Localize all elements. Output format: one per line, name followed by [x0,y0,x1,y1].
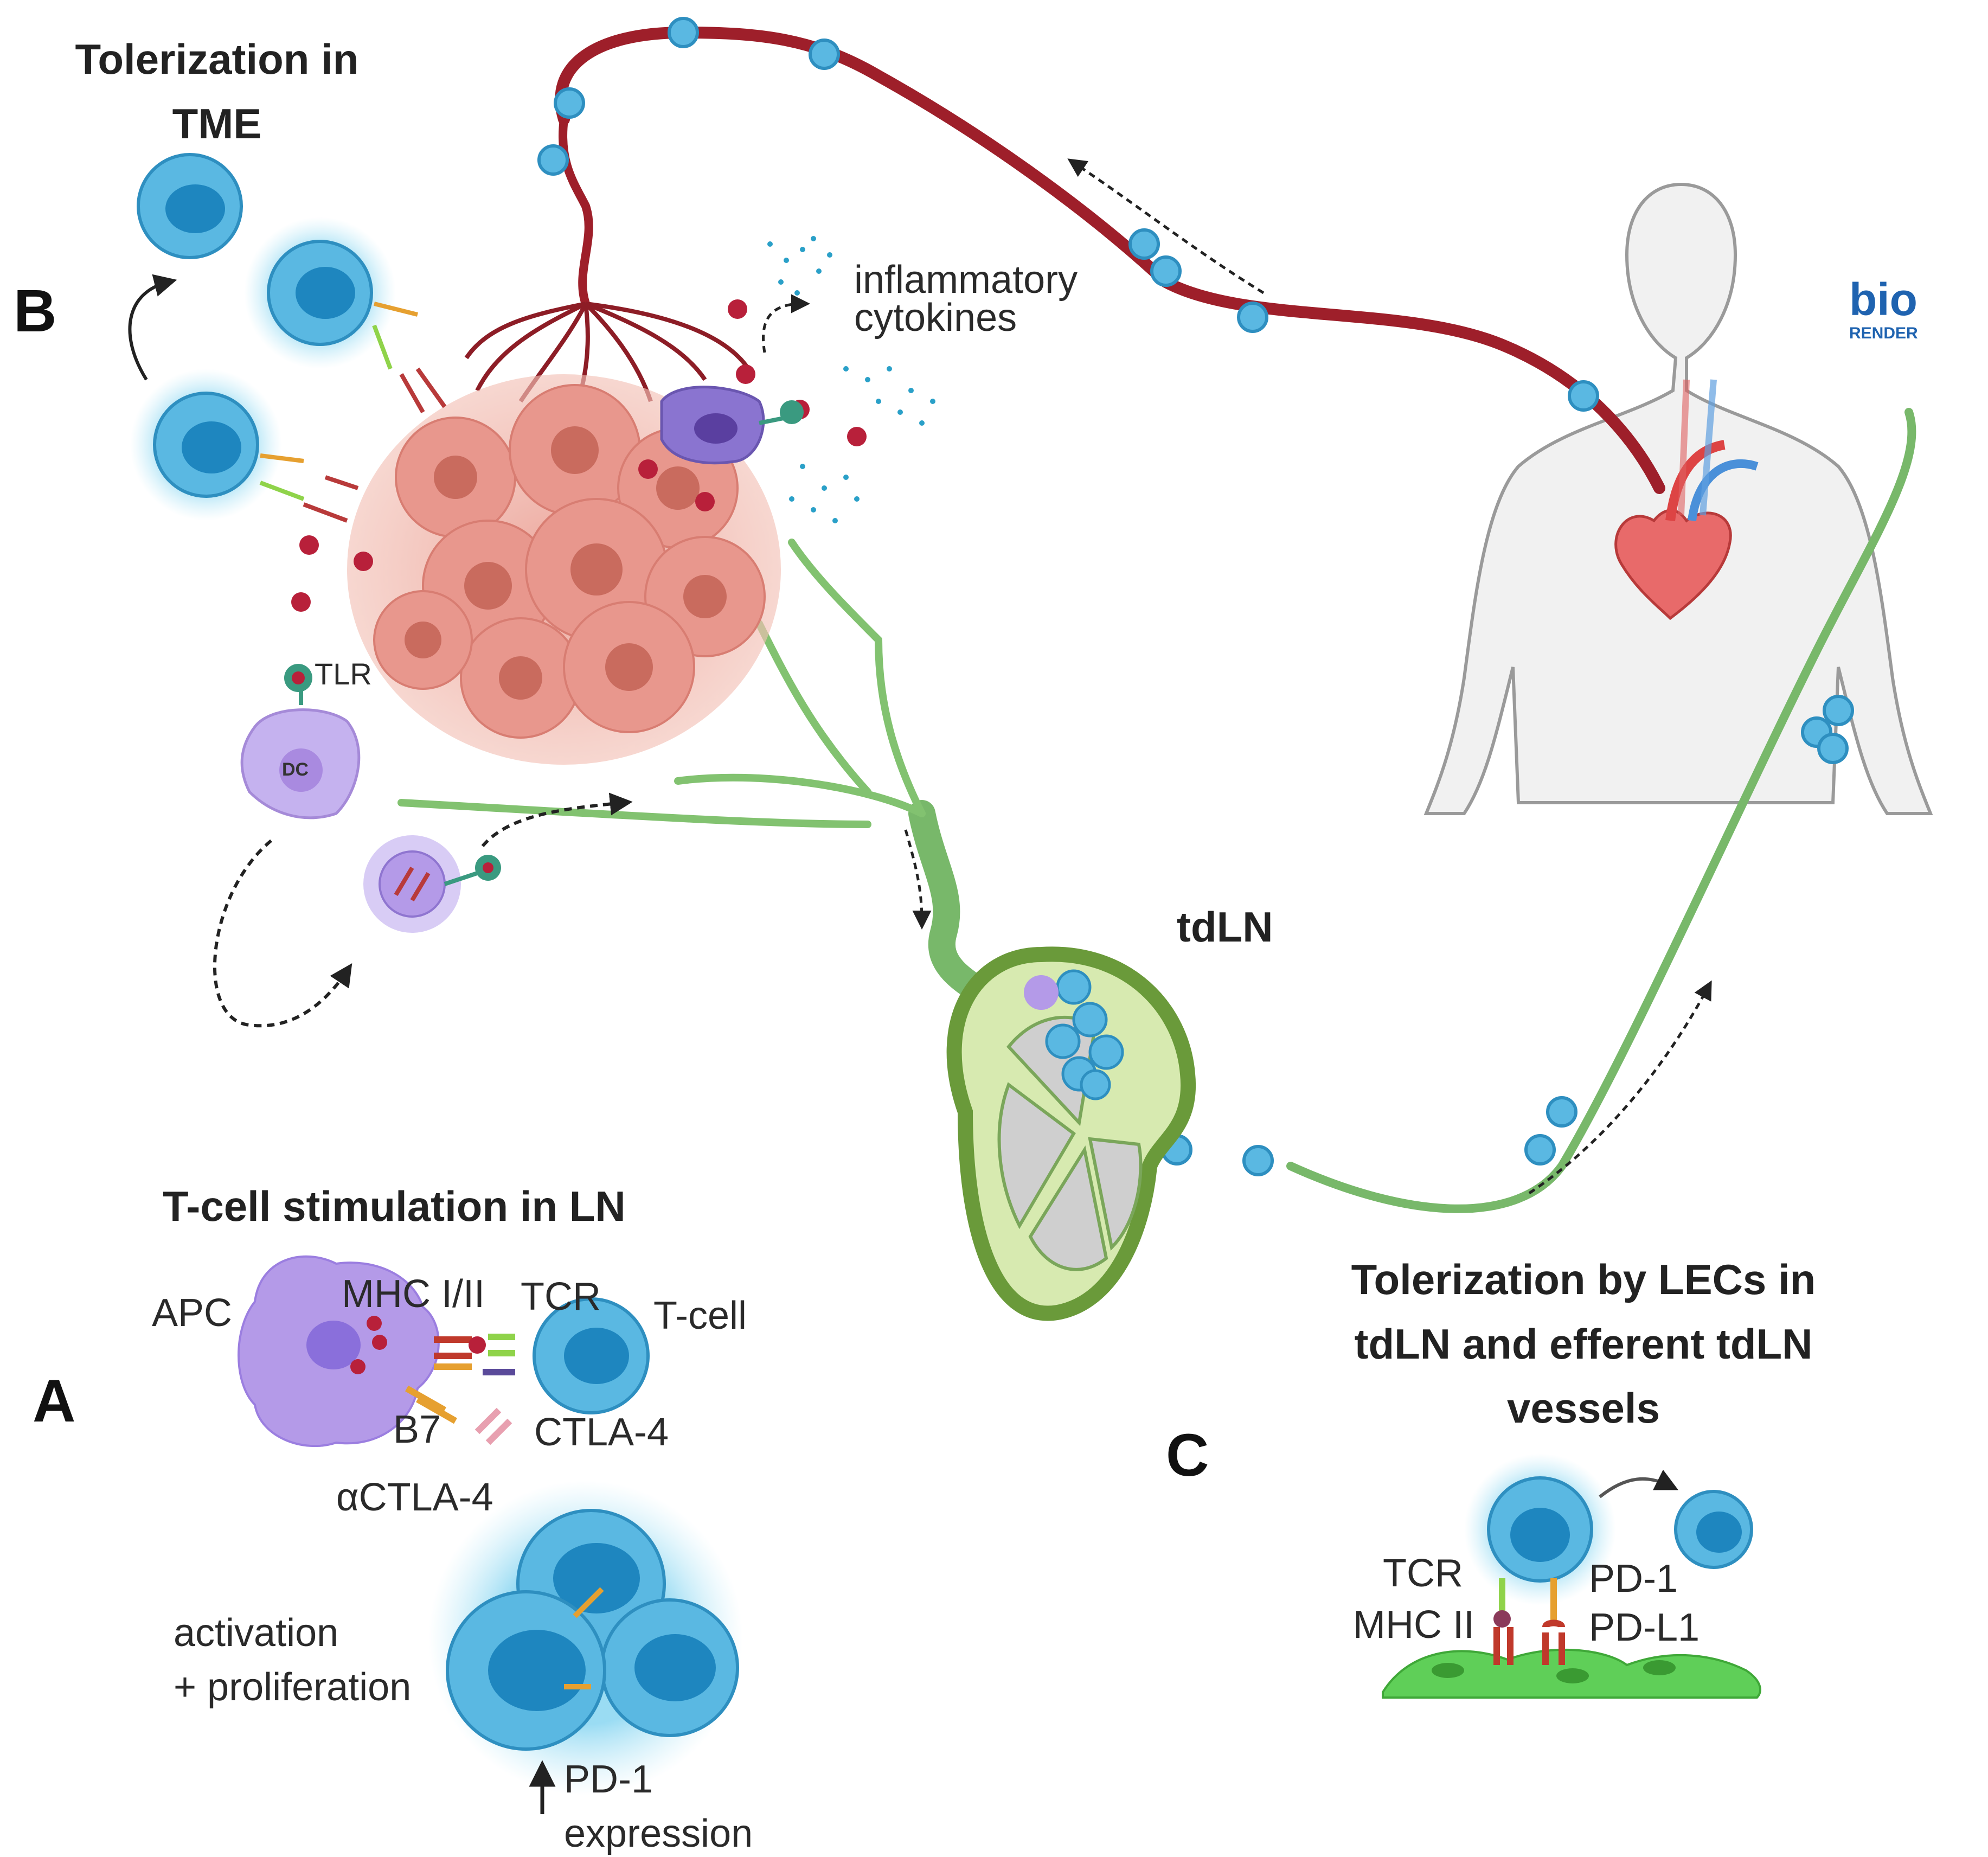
arrow-cytokines [762,294,810,353]
t-cell-panel-c [1464,1453,1616,1605]
arrow-blood-flow [1067,158,1265,294]
panel-label-a: A [33,1368,76,1435]
label-tdln: tdLN [1177,903,1273,951]
heading-tolerization-tme: Tolerization in TME [54,27,380,156]
panel-label-b: B [14,278,57,344]
label-b7: B7 [393,1408,441,1451]
label-pd1: PD-1 [1589,1557,1678,1600]
biorender-logo-top: bio [1849,274,1918,325]
heading-tme-line2: TME [172,99,262,148]
arrow-panel-c [1599,1469,1679,1499]
heading-tcell-stimulation: T-cell stimulation in LN [163,1182,626,1230]
lymph-node [946,946,1196,1321]
proliferating-t-cells [428,1481,743,1795]
synapse-receptors [405,1334,515,1445]
arrow-lymph-flow [904,829,932,930]
t-cell-glowing-lower [130,369,282,521]
label-tcr-c: TCR [1383,1552,1463,1595]
tme-receptors [259,302,447,523]
heading-lec-line2: tdLN and efferent tdLN [1354,1320,1813,1368]
label-dc: DC [282,759,309,780]
label-t-cell: T-cell [653,1294,747,1337]
arrow-tolerization [128,274,177,381]
t-cell-tolerized [137,153,243,259]
label-mhc-i-ii: MHC I/II [342,1272,485,1316]
arrow-apc-to-lymph [481,792,633,847]
tumor-mass [347,374,781,765]
heading-lec-line1: Tolerization by LECs in [1351,1256,1816,1303]
panel-c-receptors [1493,1578,1565,1665]
panel-label-c: C [1166,1422,1209,1489]
label-pd1-expression-line1: PD-1 [564,1758,653,1801]
t-cell-panel-c-tolerized [1674,1490,1753,1569]
label-pd1-expression-line2: expression [564,1812,753,1855]
apc-panel-a [238,1255,440,1448]
dendritic-cell [240,664,361,819]
heading-tolerization-lecs: Tolerization by LECs in tdLN and efferen… [1312,1247,1855,1440]
lec-layer [1382,1648,1761,1699]
biorender-logo-bottom: RENDER [1849,324,1918,342]
t-cell-glowing-upper [244,217,396,369]
label-apc: APC [152,1291,233,1335]
heading-tme-line1: Tolerization in [75,35,359,83]
label-activation: activation [174,1611,339,1655]
label-proliferation: + proliferation [174,1666,412,1709]
apc-tumor [660,386,804,465]
t-cell-panel-a [533,1297,650,1414]
label-cytokines: cytokines [854,296,1017,340]
inflammatory-cytokines [767,236,935,523]
arrow-dc-migration [213,839,352,1028]
lymph-vessel-efferent [1286,408,1916,1213]
apc-migrating [363,835,501,933]
label-inflammatory: inflammatory [854,258,1078,302]
arrow-efferent-flow [1528,980,1712,1195]
label-ctla4: CTLA-4 [534,1411,669,1454]
heart-icon [1614,379,1759,620]
blood-vessel-branch [559,119,593,305]
heading-lec-line3: vessels [1507,1384,1660,1432]
label-pdl1: PD-L1 [1589,1606,1700,1649]
label-tlr: TLR [315,657,372,691]
label-tcr-a: TCR [521,1275,601,1318]
label-mhc-ii: MHC II [1353,1603,1474,1647]
label-anti-ctla4: αCTLA-4 [336,1476,493,1519]
